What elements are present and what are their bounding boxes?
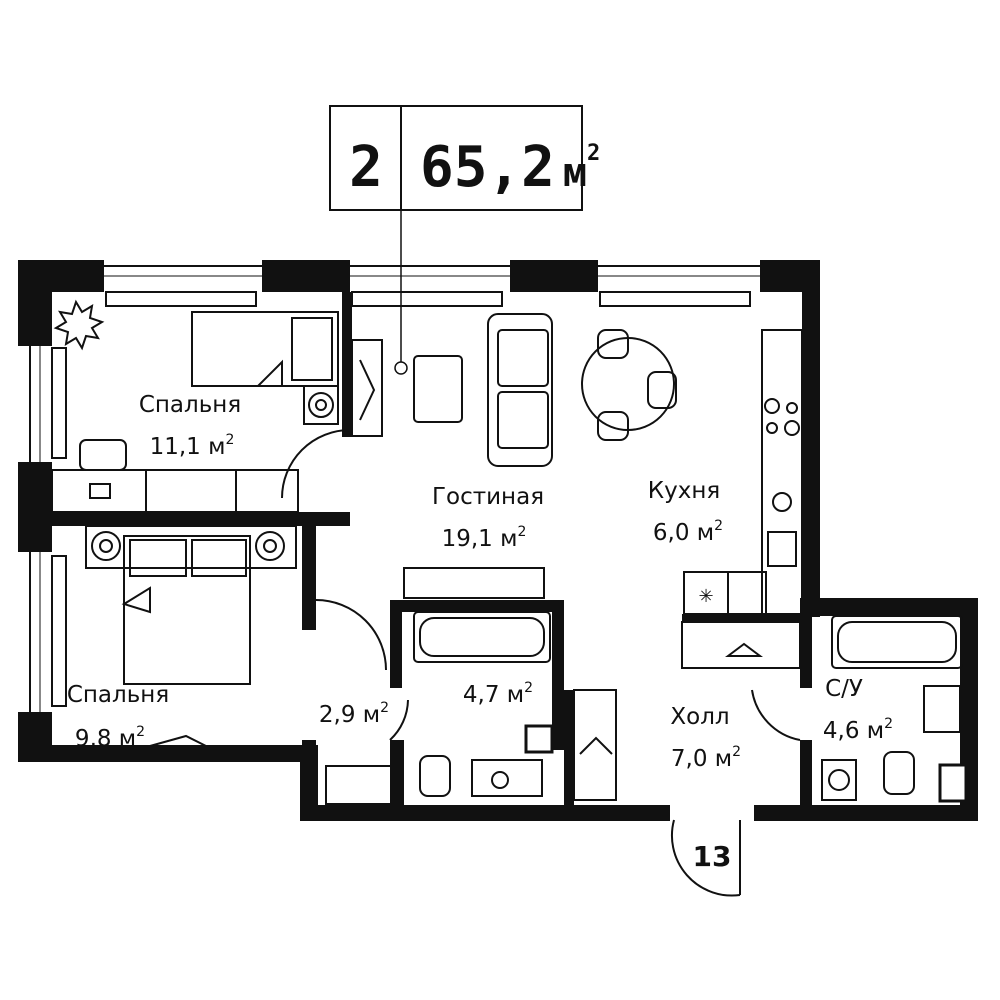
room-area-hall: 7,0 м2 [671,744,741,772]
walls [18,260,978,821]
bathroom-1 [325,611,551,805]
plant-icon [53,299,105,351]
chair-icon [79,439,127,471]
room-name-bedroom-2: Спальня [67,682,169,708]
windows [29,265,760,712]
room-labels: Спальня 11,1 м2 Гостиная 19,1 м2 Кухня 6… [67,392,893,873]
room-name-bedroom-1: Спальня [139,392,241,418]
room-area-bedroom-2: 9,8 м2 [75,724,145,752]
bathroom-2 [821,615,963,801]
room-area-kitchen: 6,0 м2 [653,518,723,546]
bedroom-1-furniture [51,299,351,513]
kitchen-furniture: ✳ [581,329,803,669]
room-area-living: 19,1 м2 [442,524,527,552]
room-area-bedroom-1: 11,1 м2 [150,432,235,460]
living-room-furniture [351,313,553,467]
hall-furniture [573,689,801,897]
pointer-dot [394,361,408,375]
room-name-hall: Холл [670,704,729,730]
rooms-count: 2 [349,135,383,200]
room-area-bathroom-1: 4,7 м2 [463,680,533,708]
room-name-living: Гостиная [432,484,544,510]
svg-text:✳: ✳ [698,586,713,607]
room-name-kitchen: Кухня [648,478,720,504]
room-area-corridor: 2,9 м2 [319,700,389,728]
room-area-bathroom-2: 4,6 м2 [823,716,893,744]
bedroom-2-furniture [85,525,387,747]
apartment-number: 13 [693,840,732,873]
room-name-bathroom-2: С/У [825,676,863,702]
